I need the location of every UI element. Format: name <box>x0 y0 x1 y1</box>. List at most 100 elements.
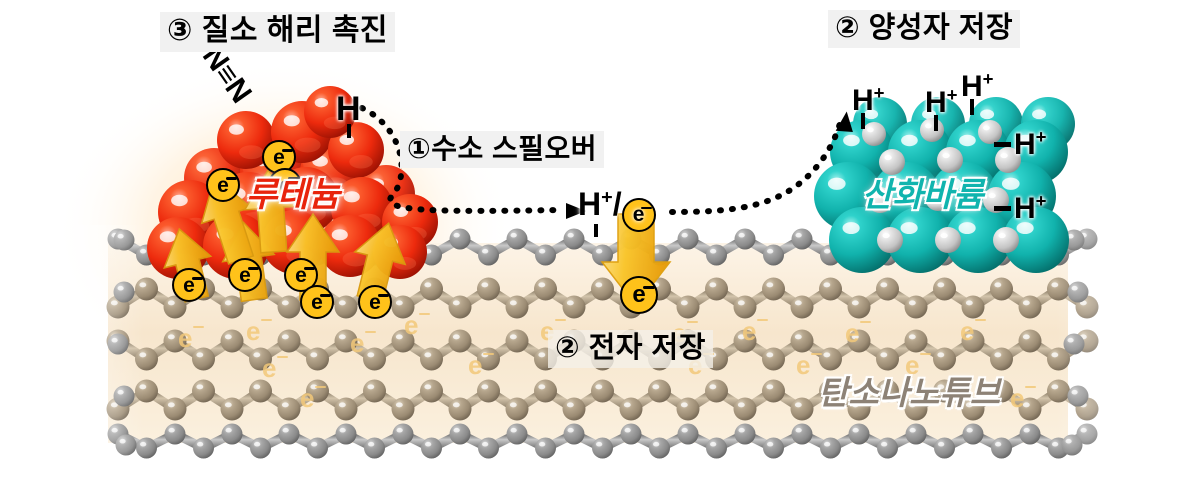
electron-label-faint: e <box>905 350 931 380</box>
transfer-tick <box>594 224 598 237</box>
hydrogen-atom-label: H <box>336 90 361 138</box>
electron-label-faint-text: e <box>468 350 483 380</box>
electron-label-faint-text: e <box>960 316 975 346</box>
proton-label: H+ <box>994 190 1047 226</box>
proton-bond-dash <box>994 142 1011 147</box>
electron-faint-charge-bar <box>555 319 566 321</box>
electron-charge-bar <box>192 277 203 280</box>
electron-label-faint: e <box>742 318 768 344</box>
electron-label-text: e <box>183 273 195 297</box>
proton-label-text: H <box>1014 192 1036 225</box>
callout-2-electron-marker: ② <box>555 332 581 364</box>
proton-label-text: H <box>925 86 947 119</box>
electron-label-faint-text: e <box>350 328 365 358</box>
proton-bond-dash <box>994 206 1011 211</box>
proton-label-charge: + <box>873 82 885 103</box>
proton-label: H+ <box>925 84 958 131</box>
carbon-nanotube-name-text: 탄소나노튜브 <box>818 374 1001 411</box>
electron-label-faint: e <box>845 318 871 348</box>
proton-label-text: H <box>852 84 874 117</box>
callout-1-text: 수소 스필오버 <box>431 133 598 164</box>
electron-label-text: e <box>279 173 291 197</box>
callout-3-marker: ③ <box>167 14 193 47</box>
callout-2-proton-marker: ② <box>835 12 861 44</box>
electron-label: e <box>172 268 206 302</box>
electron-label-faint-text: e <box>178 323 193 353</box>
electron-label: e <box>358 285 392 319</box>
stored-electron-pill: e <box>620 276 658 314</box>
electron-charge-bar <box>248 267 259 270</box>
electron-label-faint: e <box>300 383 326 413</box>
electron-faint-charge-bar <box>483 353 494 355</box>
electron-faint-charge-bar <box>261 319 272 321</box>
electron-faint-charge-bar <box>315 386 326 388</box>
electron-faint-charge-bar <box>920 353 931 355</box>
proton-label-charge: + <box>982 68 994 89</box>
ruthenium-name-text: 루테늄 <box>246 176 340 214</box>
electron-label-faint-text: e <box>262 353 277 383</box>
electron-label-text: e <box>273 145 285 169</box>
proton-bond-tick <box>861 113 865 129</box>
proton-label-charge: + <box>946 84 958 105</box>
electron-label-text: e <box>311 290 323 314</box>
proton-label-charge: + <box>1035 190 1047 211</box>
electron-label-text: e <box>295 263 307 287</box>
electron-label-faint: e <box>468 350 494 380</box>
carbon-nanotube-name-label: 탄소나노튜브 <box>818 376 1000 409</box>
transfer-electron-charge-bar <box>640 206 652 209</box>
electron-charge-bar <box>282 149 293 152</box>
callout-3-text: 질소 해리 촉진 <box>201 14 389 47</box>
electron-faint-charge-bar <box>860 321 871 323</box>
transfer-electron: e <box>632 203 645 226</box>
proton-label: H+ <box>961 68 994 115</box>
electron-label: e <box>300 285 334 319</box>
electron-label-faint-text: e <box>300 383 315 413</box>
electron-label-text: e <box>239 263 251 287</box>
electron-charge-bar <box>288 177 299 180</box>
electron-faint-charge-bar <box>419 313 430 315</box>
electron-charge-bar <box>226 177 237 180</box>
electron-label: e <box>228 258 262 292</box>
hydrogen-atom-tick <box>347 124 351 138</box>
electron-label-text: e <box>369 290 381 314</box>
electron-faint-charge-bar <box>277 356 288 358</box>
electron-faint-charge-bar <box>811 353 822 355</box>
callout-1-marker: ① <box>407 133 432 164</box>
stored-electron-text: e <box>632 281 646 308</box>
electron-label-faint-text: e <box>404 310 419 340</box>
electron-label: e <box>268 168 302 202</box>
electron-label-faint-text: e <box>845 318 860 348</box>
proton-label-text: H <box>1014 128 1036 161</box>
electron-label: e <box>206 168 240 202</box>
proton-electron-transfer-label: H+/ e <box>578 186 656 237</box>
proton-bond-tick <box>934 115 938 131</box>
electron-faint-charge-bar <box>1025 386 1036 388</box>
proton-label-charge: + <box>1035 126 1047 147</box>
proton-label-text: H <box>961 70 983 103</box>
electron-charge-bar <box>378 294 389 297</box>
callout-nitrogen-dissociation: ③ 질소 해리 촉진 <box>160 12 396 52</box>
proton-dotted-path <box>669 115 845 215</box>
electron-charge-bar <box>320 294 331 297</box>
proton-label: H+ <box>852 82 885 129</box>
electron-label-faint: e <box>350 328 376 358</box>
electron-faint-charge-bar <box>757 319 768 321</box>
callout-hydrogen-spillover: ①수소 스필오버 <box>400 131 605 169</box>
transfer-electron-pill: e <box>621 197 656 232</box>
electron-label-faint-text: e <box>905 350 920 380</box>
electron-label: e <box>284 258 318 292</box>
transfer-proton: H <box>578 186 602 222</box>
electron-label-faint: e <box>796 352 822 378</box>
electron-faint-charge-bar <box>687 321 698 323</box>
ruthenium-name-label: 루테늄 <box>246 178 340 212</box>
electron-label-faint: e <box>246 316 272 346</box>
callout-proton-storage: ② 양성자 저장 <box>828 10 1021 49</box>
stored-electron-charge-bar <box>643 286 655 289</box>
electron-label-faint-text: e <box>246 316 261 346</box>
electron-label-text: e <box>217 173 229 197</box>
electron-label-faint: e <box>960 316 986 346</box>
electron-label-faint: e <box>262 353 288 383</box>
barium-oxide-name-label: 산화바륨 <box>862 178 983 211</box>
